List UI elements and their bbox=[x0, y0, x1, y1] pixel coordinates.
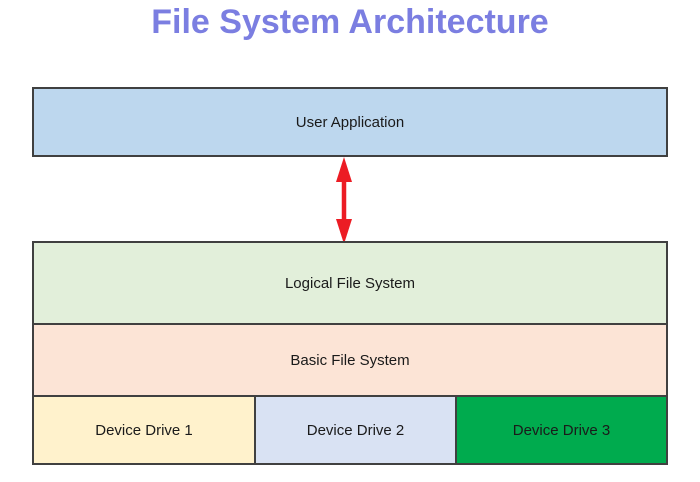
double-headed-arrow-icon bbox=[330, 157, 358, 244]
layer-basic-file-system-label: Basic File System bbox=[290, 351, 410, 369]
layer-device-drive-1: Device Drive 1 bbox=[34, 397, 254, 463]
layer-basic-file-system: Basic File System bbox=[32, 323, 668, 397]
layer-user-application-label: User Application bbox=[295, 113, 405, 131]
layer-user-application: User Application bbox=[32, 87, 668, 157]
layer-device-drive-1-label: Device Drive 1 bbox=[95, 421, 193, 439]
layer-device-drive-3-label: Device Drive 3 bbox=[512, 421, 611, 439]
layer-device-drive-2: Device Drive 2 bbox=[254, 397, 455, 463]
layer-logical-file-system: Logical File System bbox=[32, 241, 668, 325]
layer-logical-file-system-label: Logical File System bbox=[284, 274, 416, 292]
device-drive-row: Device Drive 1 Device Drive 2 Device Dri… bbox=[32, 395, 668, 465]
layer-device-drive-3: Device Drive 3 bbox=[455, 397, 666, 463]
diagram-title: File System Architecture bbox=[151, 3, 549, 41]
layer-device-drive-2-label: Device Drive 2 bbox=[306, 421, 405, 439]
